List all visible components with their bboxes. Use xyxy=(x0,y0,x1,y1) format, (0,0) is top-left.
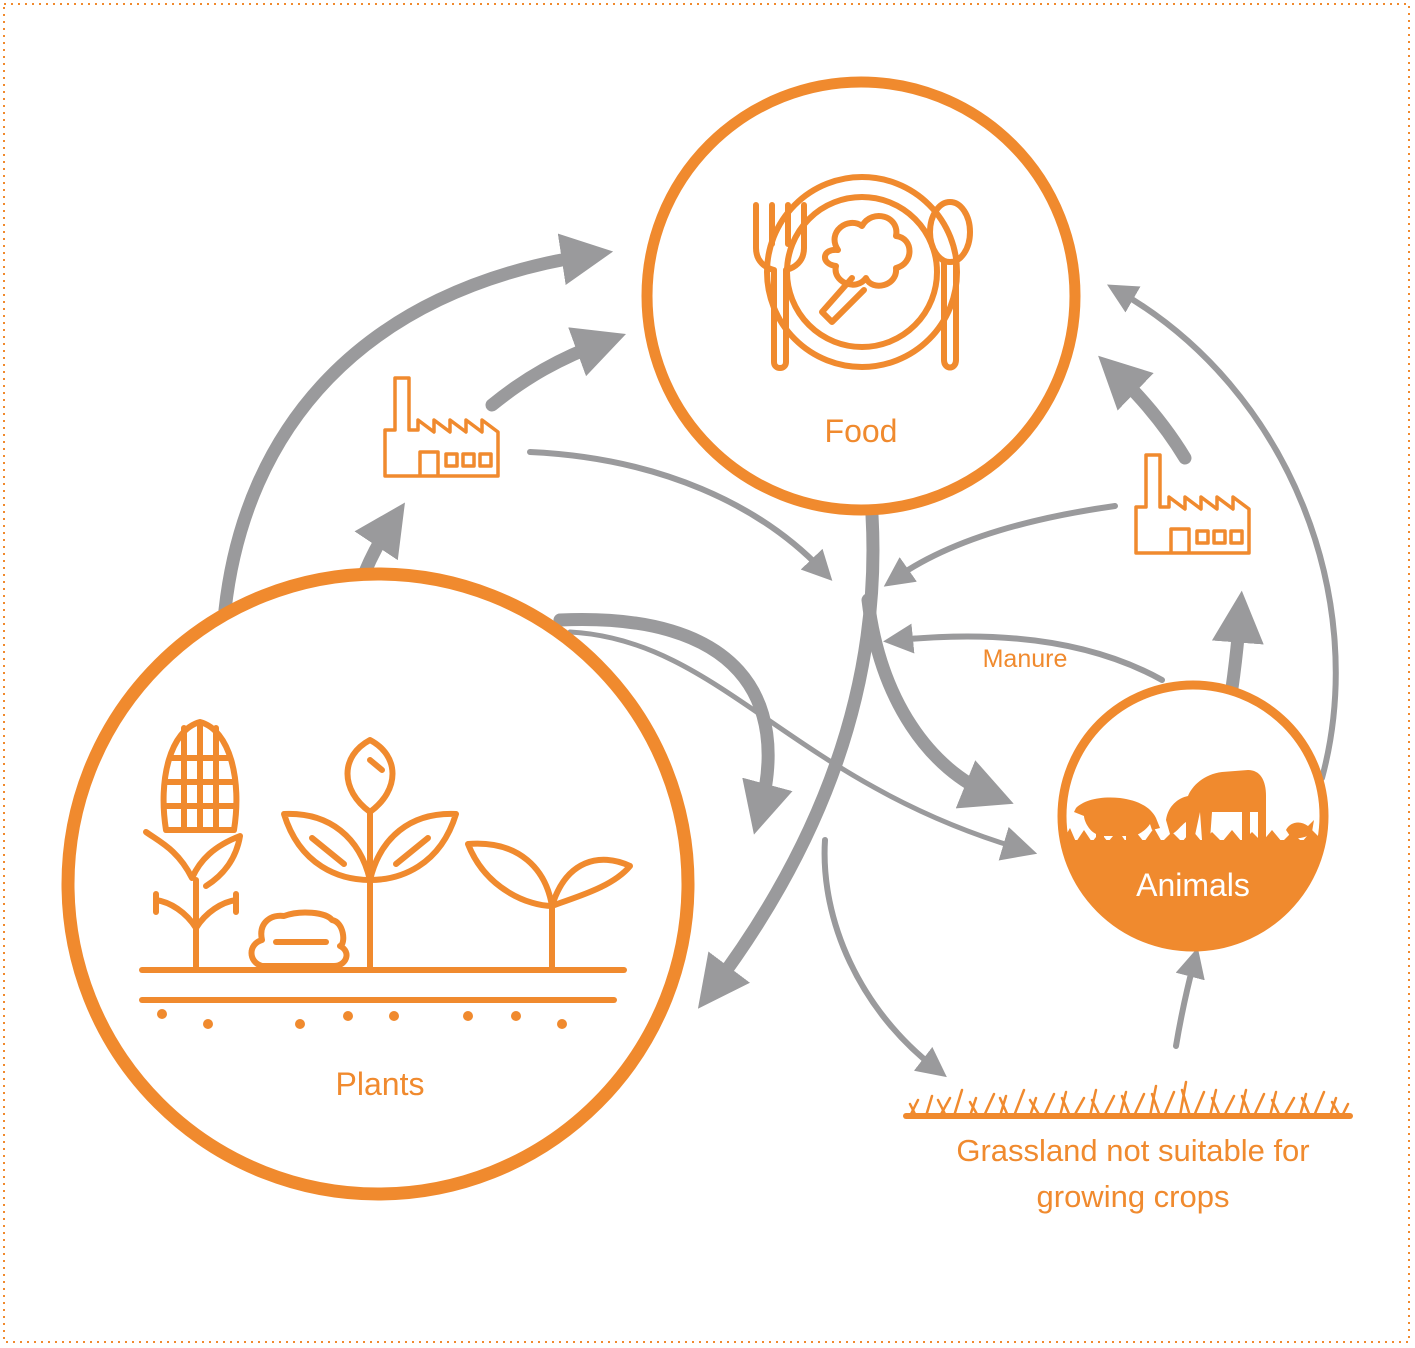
factory-right-icon xyxy=(1134,453,1251,555)
arrow-factory-right-to-food xyxy=(1098,355,1192,465)
animals-label: Animals xyxy=(1136,867,1250,903)
dotted-frame xyxy=(3,3,1410,1343)
arrow-grassland-to-animals xyxy=(1173,947,1205,1049)
arrow-factory-right-to-center xyxy=(883,503,1118,587)
soil-dots xyxy=(157,1009,567,1029)
arrow-factory-left-to-center xyxy=(527,449,833,581)
flow-arrows xyxy=(218,233,1339,1078)
grass-icon xyxy=(903,1080,1353,1119)
arrow-plants-to-factory-left xyxy=(354,502,405,579)
arrow-manure xyxy=(883,623,1165,683)
grassland-label-line2: growing crops xyxy=(1037,1179,1230,1214)
arrow-center-to-grassland xyxy=(821,837,947,1078)
manure-label: Manure xyxy=(983,645,1068,673)
arrow-food-to-plants xyxy=(697,508,880,1009)
food-node: Food xyxy=(641,76,1081,516)
arrow-plants-to-animals xyxy=(567,629,1038,861)
plants-node: Plants xyxy=(61,567,695,1201)
animals-node: Animals xyxy=(1057,680,1329,952)
plants-circle xyxy=(61,567,695,1201)
grassland-node: Grassland not suitable for growing crops xyxy=(903,1080,1353,1214)
arrow-plants-loop xyxy=(553,613,793,835)
arrow-factory-left-to-food xyxy=(485,327,626,412)
factory-left-icon xyxy=(383,376,500,478)
arrow-food-to-animals xyxy=(861,593,1014,809)
food-label: Food xyxy=(825,413,898,449)
arrow-animals-to-factory-right xyxy=(1211,590,1264,695)
arrow-animals-to-food xyxy=(1107,284,1339,781)
plate-with-fork-spoon-icon xyxy=(753,174,973,371)
grassland-label-line1: Grassland not suitable for xyxy=(956,1133,1309,1168)
plants-label: Plants xyxy=(336,1066,425,1102)
crops-icon xyxy=(139,719,633,1003)
arrow-plants-to-food xyxy=(218,233,614,617)
